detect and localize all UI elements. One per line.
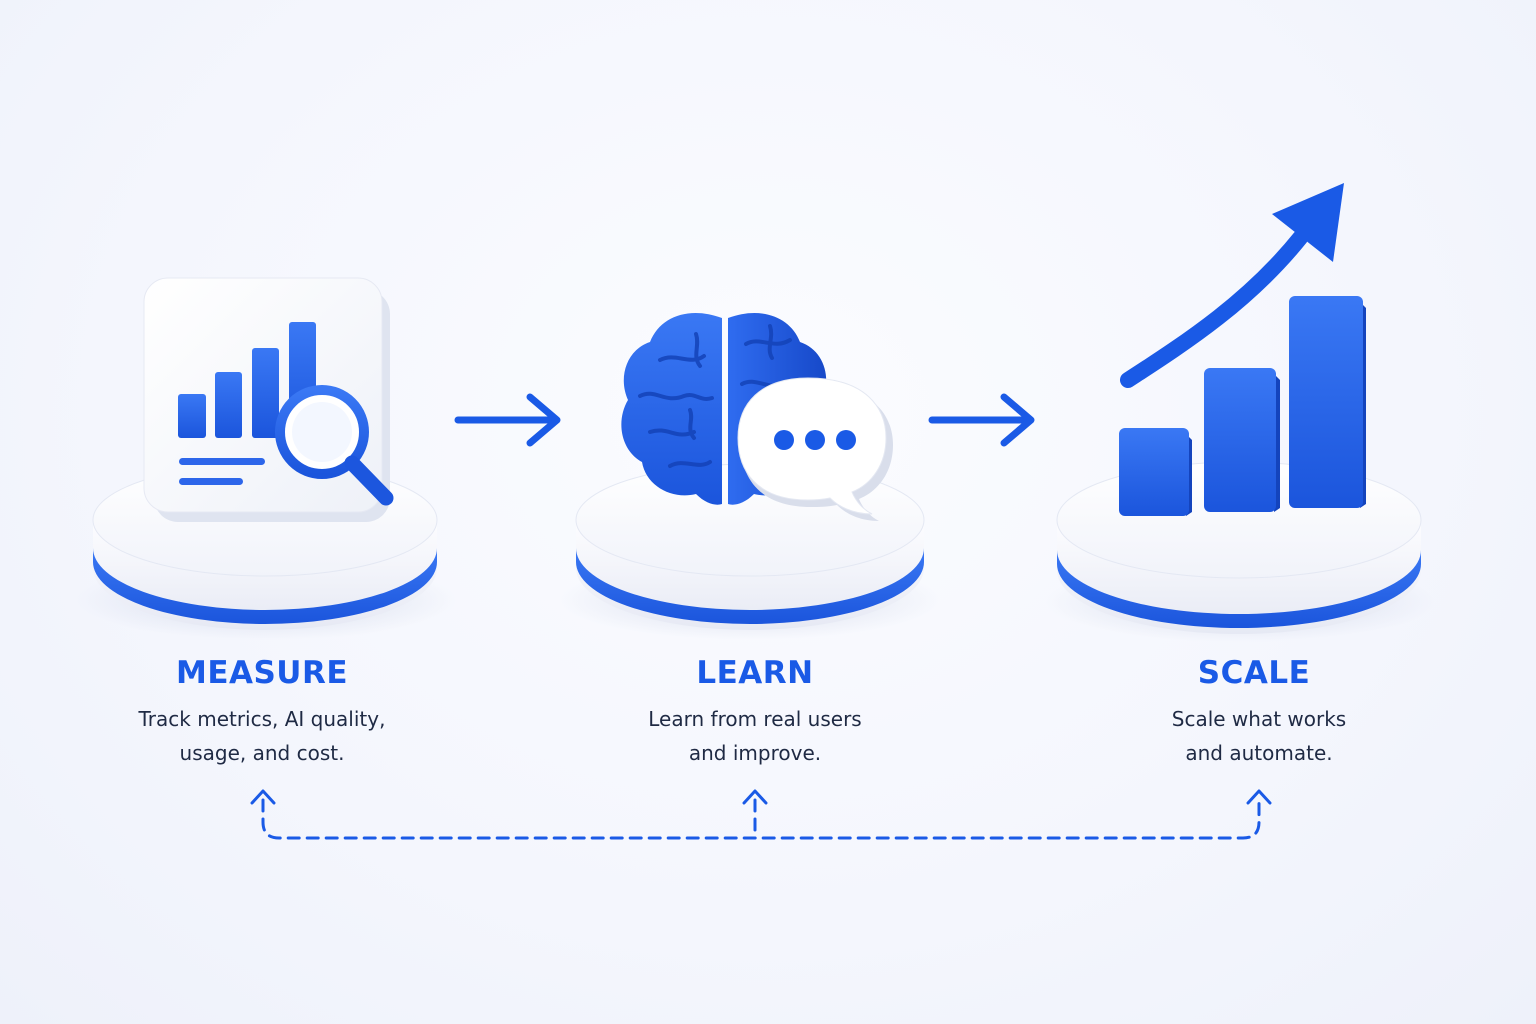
brain-chat-icon [621,312,893,521]
growth-bar-large [1289,296,1366,508]
step-description-line: Scale what works [1171,707,1347,731]
step-description-line: Learn from real users [648,707,862,731]
step-description-line: usage, and cost. [179,741,345,765]
step-title-measure: MEASURE [175,655,349,691]
step-description-scale: Scale what works and automate. [1059,702,1459,770]
step-description-learn: Learn from real users and improve. [555,702,955,770]
step-description-measure: Track metrics, AI quality, usage, and co… [62,702,462,770]
step-description-line: and automate. [1185,741,1333,765]
growth-chart-icon [1119,183,1366,516]
growth-bar-medium [1204,368,1280,512]
arrow-right-icon [454,393,561,447]
arrow-right-icon [928,393,1035,447]
growth-bar-small [1119,428,1192,516]
report-magnifier-icon [143,277,394,522]
trend-arrow-icon [1120,183,1344,388]
step-description-line: Track metrics, AI quality, [138,707,386,731]
dashed-feedback-loop [261,798,1261,840]
step-title-scale: SCALE [1197,655,1311,691]
feedback-arrowheads [250,789,1272,805]
step-description-line: and improve. [688,741,822,765]
step-title-learn: LEARN [696,655,814,691]
chat-bubble-icon [737,377,893,521]
